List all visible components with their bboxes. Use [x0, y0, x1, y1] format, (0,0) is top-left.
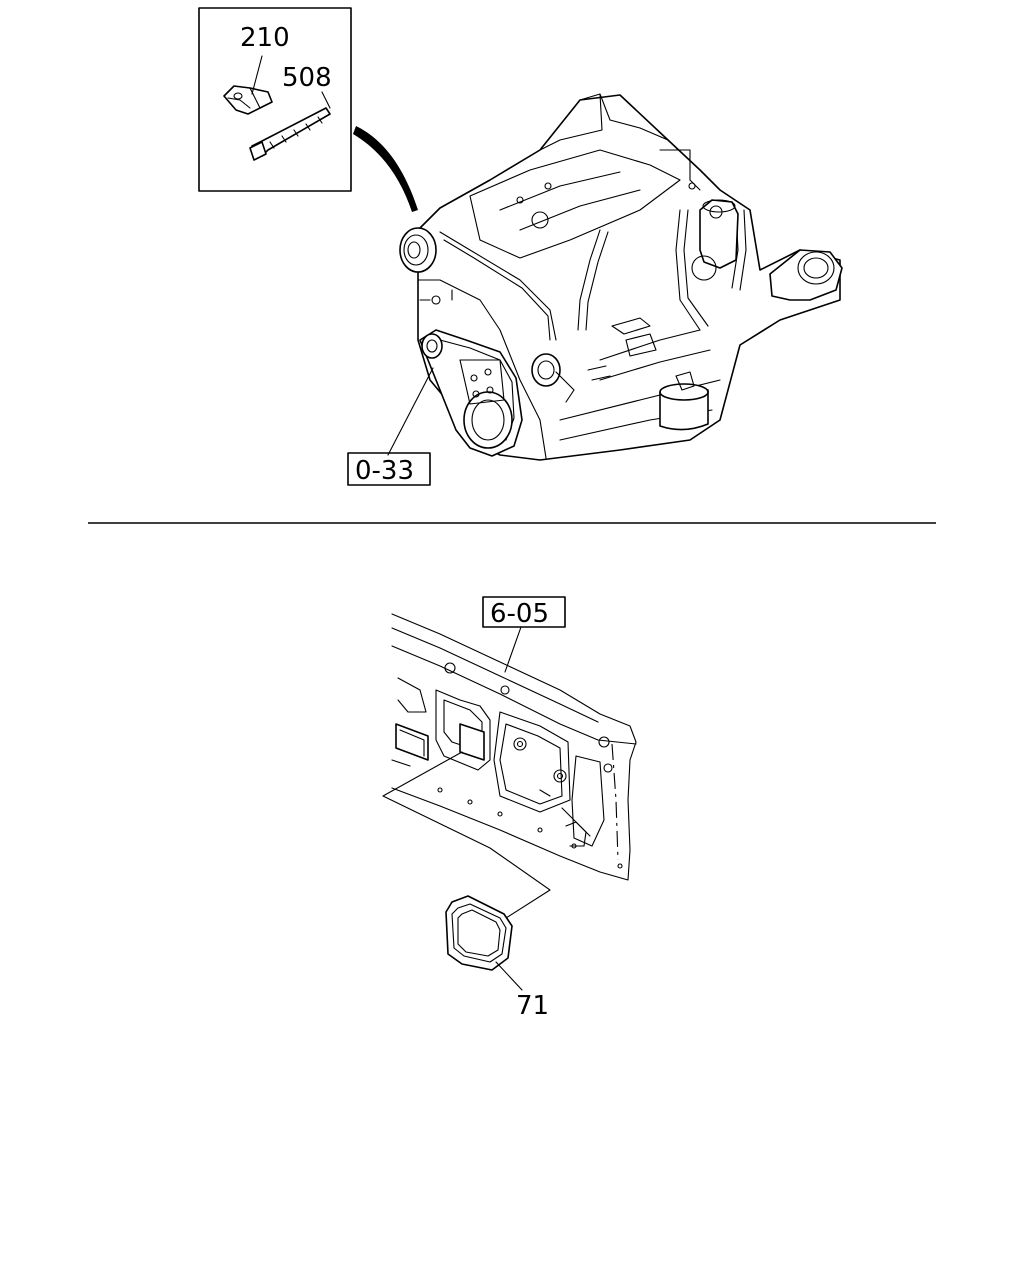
explode-line: [382, 751, 551, 919]
callout-6-05: 6-05: [490, 599, 549, 629]
ref-box-0-33: [347, 452, 431, 486]
inset-box: [198, 7, 352, 192]
oil-filter: [659, 371, 709, 431]
ref-box-6-05: [482, 596, 566, 628]
leader-line-71: [495, 961, 523, 991]
callout-0-33: 0-33: [355, 456, 414, 486]
callout-210: 210: [240, 23, 290, 53]
clip-part-210: [223, 85, 273, 115]
inset-pointer-arrow: [353, 126, 418, 212]
gasket-part-71: [445, 895, 513, 971]
leader-line-6-05: [504, 626, 522, 673]
tie-band-508: [249, 107, 331, 161]
leader-line-0-33: [387, 367, 434, 456]
callout-71: 71: [516, 991, 549, 1021]
callout-508: 508: [282, 63, 332, 93]
engine-assembly: [399, 93, 843, 461]
idler-pulley: [531, 353, 575, 403]
belt-and-pulleys: [419, 329, 523, 457]
front-panel-bracket: [391, 613, 637, 881]
upper-pulley: [399, 227, 437, 273]
